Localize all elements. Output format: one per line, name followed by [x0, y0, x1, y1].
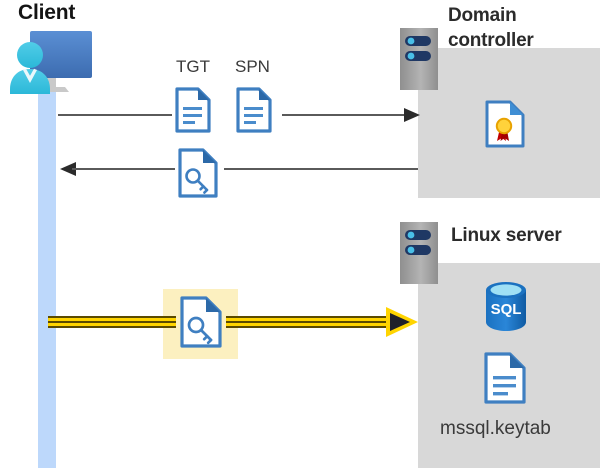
spn-document-icon [236, 87, 272, 133]
sql-database-label: SQL [491, 301, 522, 318]
flow-linux-line-left [48, 316, 176, 328]
page-title-domain-controller: Domain controller [448, 3, 534, 53]
label-tgt: TGT [176, 57, 210, 76]
certificate-document-icon [485, 100, 525, 148]
domain-controller-server-icon [400, 28, 438, 90]
client-lifeline [38, 70, 56, 468]
linux-server-rack-icon [400, 222, 438, 284]
flow-request-line-right [282, 114, 410, 116]
label-spn: SPN [235, 57, 270, 76]
page-title-linux-server: Linux server [451, 225, 562, 246]
tgt-document-icon [175, 87, 211, 133]
flow-response-arrowhead-left [58, 160, 76, 178]
flow-response-line-left [72, 168, 175, 170]
flow-request-line-left [58, 114, 172, 116]
flow-response-line-right [224, 168, 418, 170]
domain-controller-title-line1: Domain [448, 5, 517, 26]
flow-linux-arrowhead [384, 304, 420, 340]
page-title-client: Client [18, 1, 76, 24]
keytab-filename-label: mssql.keytab [440, 418, 551, 439]
keytab-document-icon [484, 352, 526, 404]
client-workstation-icon [6, 26, 98, 98]
flow-linux-line-right [226, 316, 388, 328]
domain-controller-title-line2: controller [448, 30, 534, 51]
service-ticket-key-document-icon [178, 148, 218, 198]
flow-request-arrowhead-right [404, 106, 422, 124]
sql-database-icon: SQL [482, 280, 530, 332]
linux-ticket-key-document-icon [180, 296, 222, 348]
